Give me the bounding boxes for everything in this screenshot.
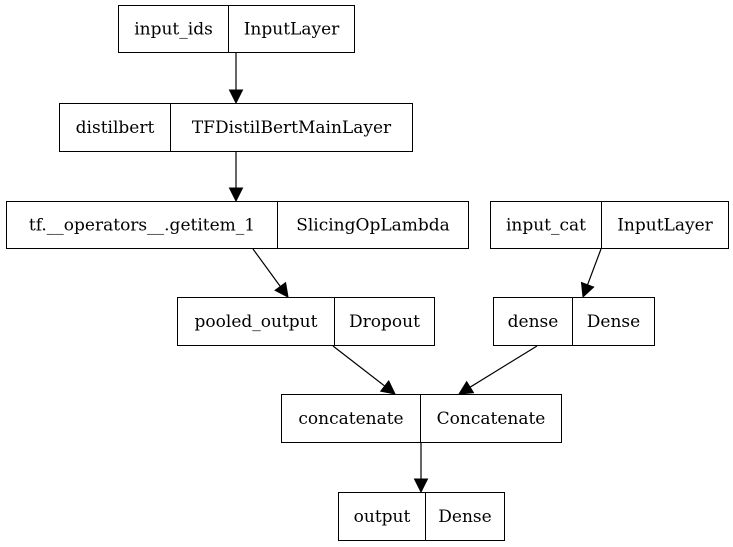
node-box [118,5,355,53]
node-type-label: Dense [587,312,640,332]
arrowhead-icon [580,281,595,299]
node-box [338,492,505,541]
node-dense: dense Dense [493,297,655,346]
edge-line [252,248,281,287]
edge-line [332,345,386,387]
edge-concatenate-to-output [413,443,429,494]
node-input-ids: input_ids InputLayer [118,5,355,53]
node-input-cat: input_cat InputLayer [490,201,729,249]
node-box [177,297,435,346]
arrowhead-icon [458,380,475,395]
node-type-label: SlicingOpLambda [296,216,450,236]
node-type-label: InputLayer [244,20,340,40]
arrowhead-icon [228,89,244,105]
node-box [281,394,562,443]
node-type-label: Dropout [349,312,420,332]
arrowhead-icon [228,187,244,203]
node-distilbert: distilbert TFDistilBertMainLayer [59,103,413,152]
edge-input-ids-to-distilbert [228,53,244,105]
node-box [493,297,655,346]
edge-dense-to-concatenate [458,345,538,395]
node-type-label: InputLayer [617,216,713,236]
edge-pooled-output-to-concatenate [332,345,396,395]
edge-line [469,345,538,388]
node-name-label: dense [508,312,559,332]
edge-line [587,248,602,286]
node-type-label: Concatenate [437,409,546,429]
edge-distilbert-to-getitem-1 [228,152,244,203]
node-name-label: tf.__operators__.getitem_1 [29,216,255,236]
node-type-label: TFDistilBertMainLayer [192,118,392,138]
node-name-label: pooled_output [195,312,318,332]
node-name-label: input_cat [506,216,586,236]
node-name-label: input_ids [134,20,213,40]
node-box [59,103,413,152]
node-name-label: concatenate [298,409,403,429]
node-output: output Dense [338,492,505,541]
node-getitem-1: tf.__operators__.getitem_1 SlicingOpLambd… [6,201,469,249]
node-type-label: Dense [438,507,491,527]
arrowhead-icon [413,478,429,494]
edges-layer [228,53,602,494]
node-name-label: distilbert [76,118,155,138]
node-name-label: output [354,507,411,527]
node-pooled-output: pooled_output Dropout [177,297,435,346]
arrowhead-icon [379,379,396,395]
edge-input-cat-to-dense [580,248,602,299]
arrowhead-icon [274,281,289,298]
node-box [6,201,469,249]
edge-getitem-1-to-pooled-output [252,248,289,298]
node-concatenate: concatenate Concatenate [281,394,562,443]
node-box [490,201,729,249]
